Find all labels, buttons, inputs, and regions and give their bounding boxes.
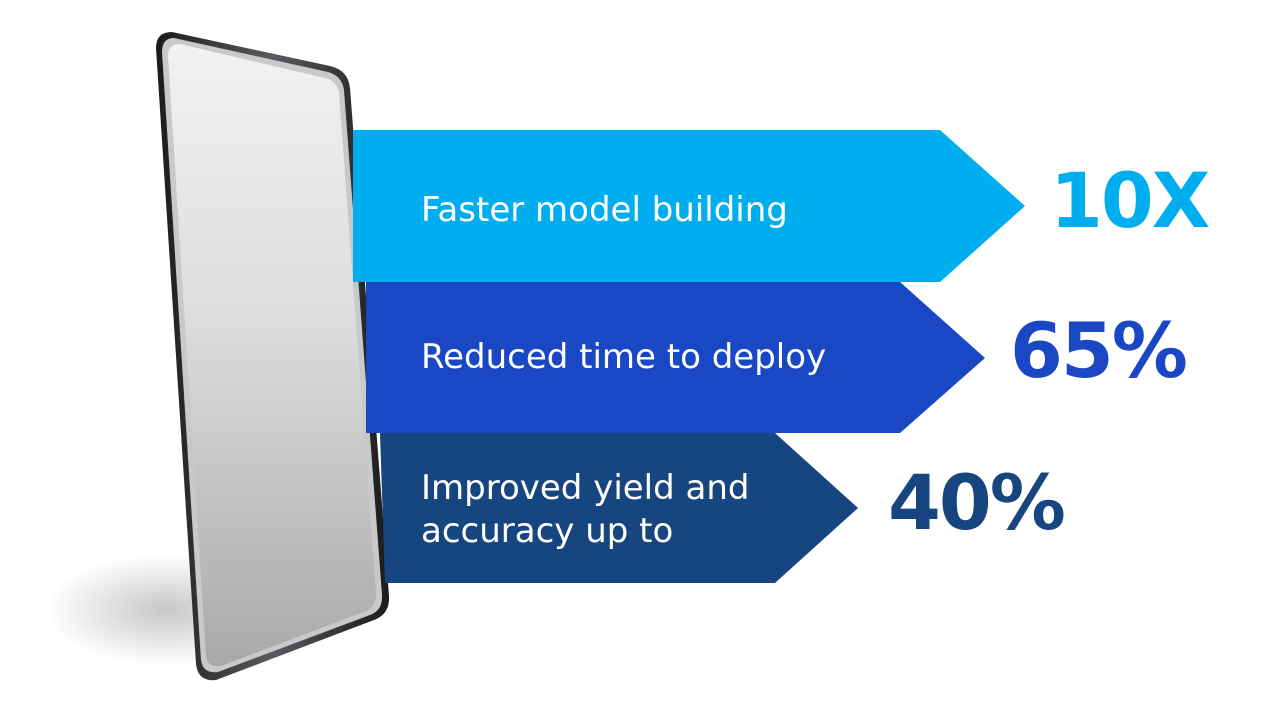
band-3-arrow [380,433,858,583]
band-3-label-line-1: Improved yield and [421,468,750,508]
stat-2-value: 65% [1010,306,1188,395]
band-2-arrow [366,282,985,433]
stat-1-value: 10X [1050,156,1210,245]
stat-3-value: 40% [888,458,1066,547]
band-2-label: Reduced time to deploy [421,337,827,377]
band-1-label: Faster model building [421,190,788,230]
band-1-arrow [353,130,1025,282]
band-3-label-line-2: accuracy up to [421,511,674,551]
smartphone-icon [156,32,390,681]
